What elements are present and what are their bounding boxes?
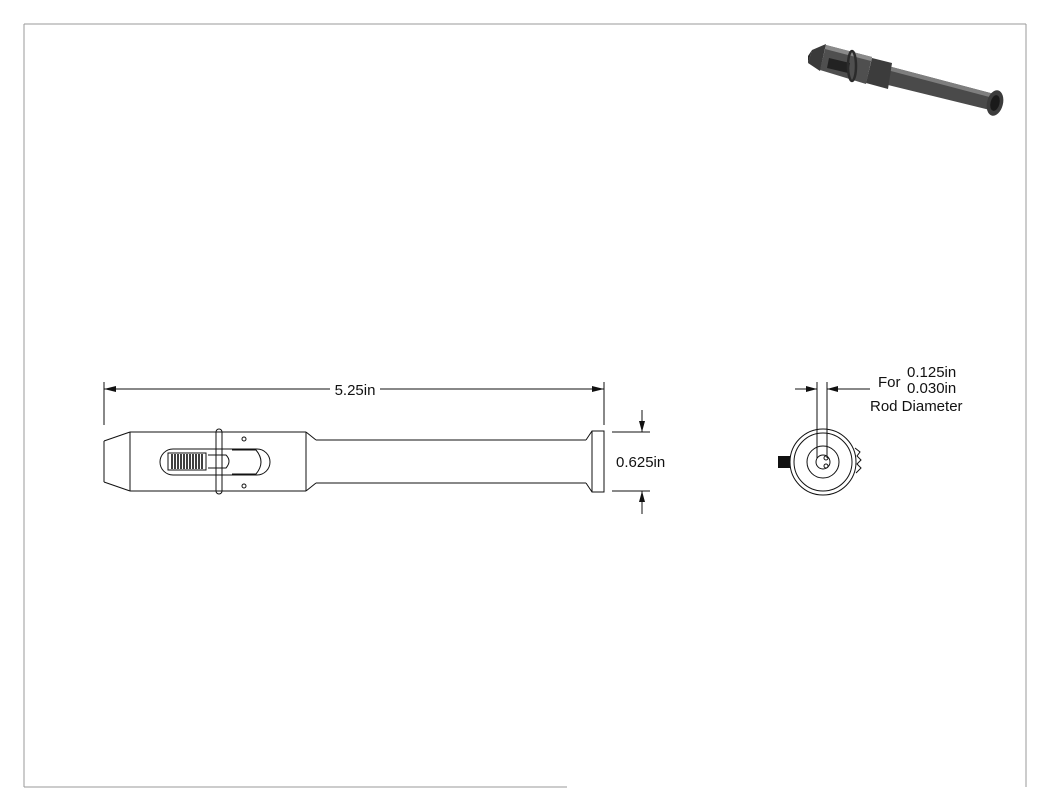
diameter-dimension bbox=[612, 410, 650, 514]
rod-note-suffix: Rod Diameter bbox=[870, 398, 963, 415]
end-view bbox=[789, 428, 862, 496]
rod-note-prefix: For bbox=[878, 374, 901, 391]
length-dimension-label: 5.25in bbox=[335, 382, 376, 399]
isometric-view bbox=[808, 44, 1004, 116]
diameter-dimension-label: 0.625in bbox=[616, 454, 665, 471]
rod-diameter-dimension bbox=[795, 382, 870, 458]
side-view bbox=[103, 428, 605, 495]
rod-note-max: 0.125in bbox=[907, 364, 956, 381]
end-view-knob bbox=[778, 456, 790, 468]
knurled-knob bbox=[167, 452, 230, 471]
length-dimension bbox=[103, 382, 605, 425]
sheet-border bbox=[23, 23, 1027, 788]
rod-note-min: 0.030in bbox=[907, 380, 956, 397]
